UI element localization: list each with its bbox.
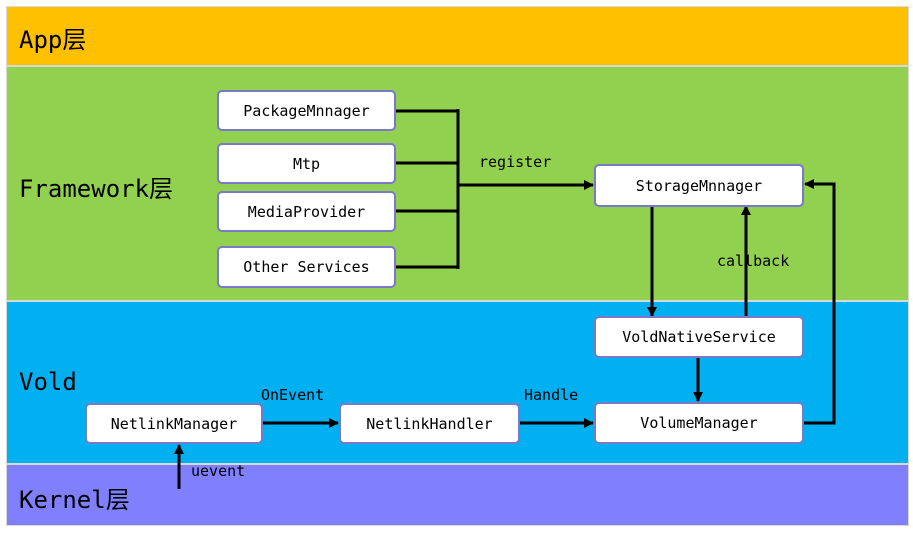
vold-native-service-label: VoldNativeService (622, 328, 776, 346)
register-label: register (479, 153, 552, 171)
handle-label: Handle (524, 386, 579, 404)
netlink-manager-box: NetlinkManager (85, 403, 263, 444)
app-layer-label: App层 (19, 26, 87, 54)
vold-native-service-box: VoldNativeService (594, 316, 804, 358)
volume-manager-box: VolumeManager (594, 402, 804, 444)
storage-manager-box: StorageMnnager (594, 164, 804, 207)
storage-manager-label: StorageMnnager (635, 176, 763, 195)
mtp-box: Mtp (217, 143, 396, 184)
kernel-layer: Kernel层 (6, 464, 909, 526)
netlink-handler-label: NetlinkHandler (366, 414, 493, 433)
media-provider-box: MediaProvider (217, 191, 396, 232)
onevent-label: OnEvent (261, 386, 325, 404)
other-services-box: Other Services (217, 246, 396, 288)
netlink-manager-label: NetlinkManager (110, 414, 238, 433)
vold-layer-label: Vold (19, 368, 77, 396)
media-provider-label: MediaProvider (247, 202, 366, 221)
other-services-label: Other Services (243, 258, 370, 276)
netlink-handler-box: NetlinkHandler (339, 403, 520, 444)
callback-label: callback (717, 252, 790, 270)
framework-layer-label: Framework层 (19, 175, 174, 203)
uevent-label: uevent (191, 462, 246, 480)
volume-manager-label: VolumeManager (640, 414, 758, 432)
kernel-layer-label: Kernel层 (19, 486, 130, 514)
package-manager-box: PackageMnnager (217, 90, 396, 131)
mtp-label: Mtp (292, 154, 321, 173)
app-layer: App层 (6, 6, 909, 66)
package-manager-label: PackageMnnager (243, 101, 370, 120)
